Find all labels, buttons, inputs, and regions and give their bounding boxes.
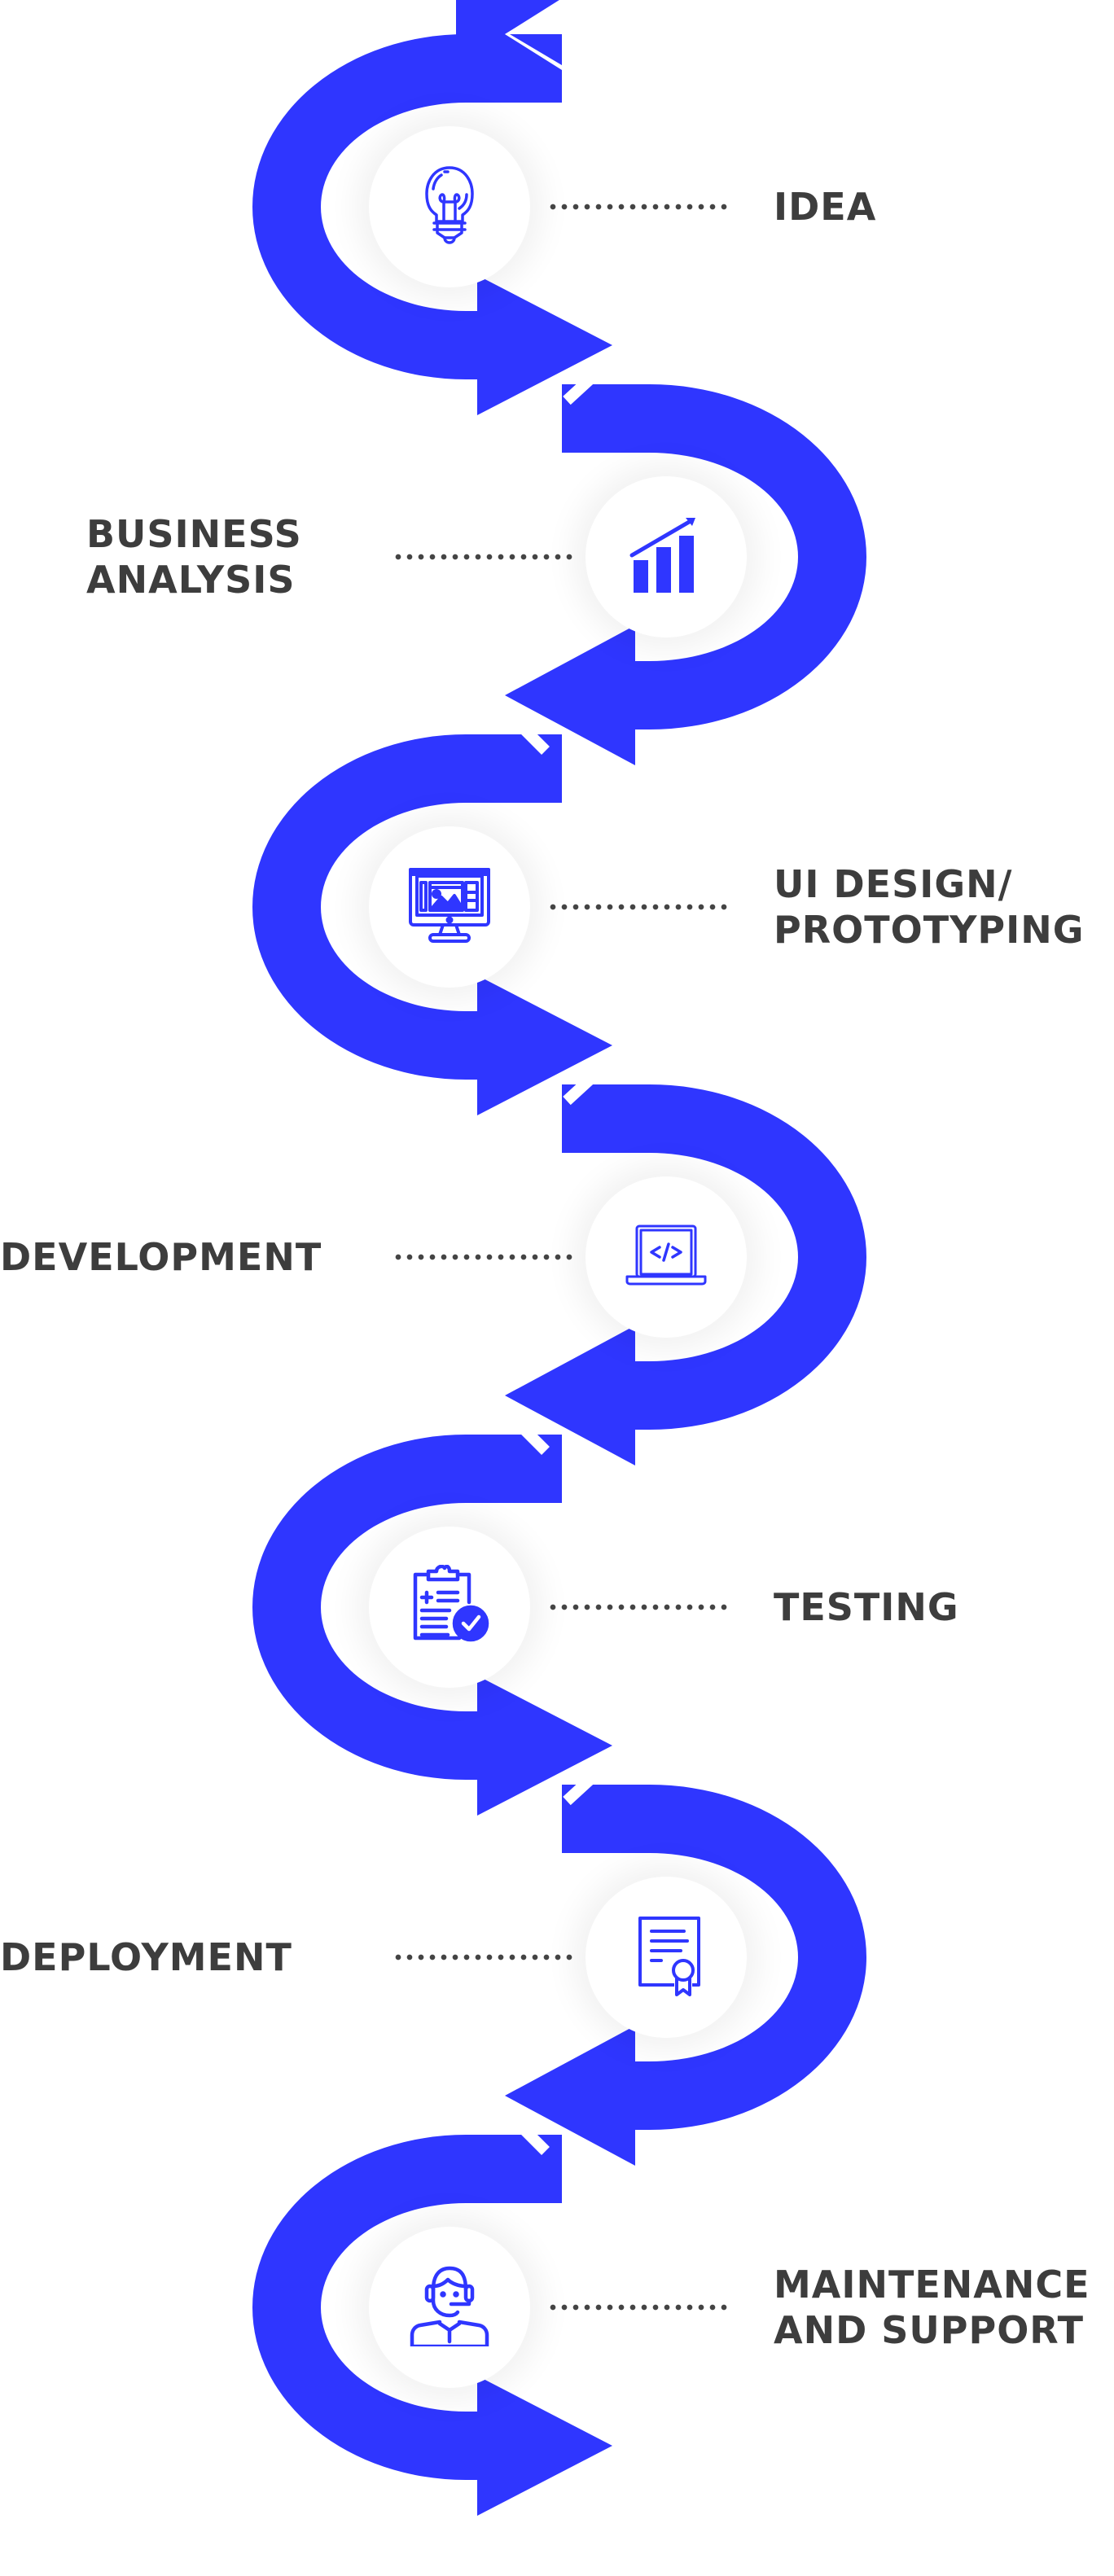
certificate-icon bbox=[625, 1915, 707, 2000]
arrow-gap bbox=[563, 985, 636, 1106]
bar-chart-growth-icon bbox=[625, 515, 707, 600]
arrowhead-right bbox=[477, 2376, 612, 2516]
dotted-connector bbox=[393, 554, 575, 560]
step-icon-circle bbox=[369, 2227, 530, 2388]
step-label: TESTING bbox=[774, 1585, 959, 1629]
step-label: DEVELOPMENT bbox=[0, 1235, 322, 1279]
arrow-gap bbox=[563, 285, 636, 405]
step-label: IDEA bbox=[774, 185, 877, 229]
flow-loop-segment bbox=[252, 34, 562, 379]
dotted-connector bbox=[547, 904, 730, 910]
lightbulb-icon bbox=[409, 164, 490, 250]
step-label: MAINTENANCE AND SUPPORT bbox=[774, 2263, 1090, 2352]
arrowhead-left bbox=[505, 625, 635, 765]
dotted-connector bbox=[547, 2304, 730, 2311]
start-notch bbox=[505, 0, 570, 70]
step-label: BUSINESS ANALYSIS bbox=[86, 512, 302, 602]
arrow-gap bbox=[482, 2036, 550, 2155]
step-label: UI DESIGN/ PROTOTYPING bbox=[774, 862, 1085, 952]
flow-loop-segment bbox=[252, 734, 562, 1080]
flow-loop-segment bbox=[562, 1785, 866, 2130]
flow-loop-segment bbox=[252, 1435, 562, 1780]
flow-loop-segment bbox=[562, 384, 866, 729]
arrow-gap bbox=[563, 2385, 636, 2506]
flow-loop-segment bbox=[252, 2135, 562, 2480]
arrow-gap bbox=[482, 636, 550, 755]
step-icon-circle bbox=[586, 476, 747, 637]
dotted-connector bbox=[393, 1254, 575, 1260]
laptop-code-icon bbox=[625, 1215, 707, 1300]
arrowhead-right bbox=[477, 975, 612, 1115]
arrow-gap bbox=[482, 1336, 550, 1455]
flow-loop-segment bbox=[562, 1084, 866, 1430]
arrowhead-right bbox=[477, 275, 612, 415]
step-icon-circle bbox=[369, 1527, 530, 1688]
dotted-connector bbox=[547, 1604, 730, 1610]
step-icon-circle bbox=[586, 1877, 747, 2038]
arrow-gap bbox=[563, 1685, 636, 1806]
arrowhead-left bbox=[505, 1325, 635, 1465]
support-agent-icon bbox=[409, 2265, 490, 2350]
monitor-design-icon bbox=[409, 865, 490, 950]
arrowhead-right bbox=[477, 1676, 612, 1816]
arrowhead-left bbox=[505, 2026, 635, 2166]
dotted-connector bbox=[393, 1954, 575, 1960]
step-icon-circle bbox=[369, 126, 530, 287]
flow-start-tail bbox=[456, 0, 562, 68]
step-icon-circle bbox=[369, 826, 530, 988]
step-icon-circle bbox=[586, 1176, 747, 1338]
step-label: DEPLOYMENT bbox=[0, 1935, 292, 1979]
clipboard-check-icon bbox=[409, 1564, 490, 1650]
dotted-connector bbox=[547, 204, 730, 210]
